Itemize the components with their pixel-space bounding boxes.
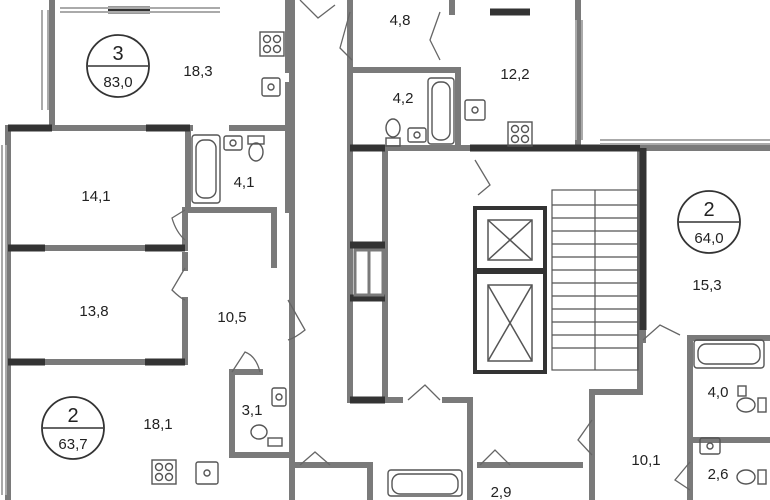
room-area-label: 18,3 xyxy=(183,63,212,80)
elevator-shaft-large xyxy=(473,270,547,374)
wall-core-outer xyxy=(347,145,643,500)
window-left-side xyxy=(1,145,7,495)
apartment-area: 83,0 xyxy=(103,74,132,91)
room-area-label: 2,6 xyxy=(708,466,729,483)
room-area-label: 3,1 xyxy=(242,402,263,419)
wall-top-mid xyxy=(347,0,581,151)
room-labels: 18,3 4,8 4,2 12,2 14,1 4,1 13,8 10,5 18,… xyxy=(79,12,728,500)
core-side-shafts xyxy=(353,248,385,297)
apartment-rooms: 3 xyxy=(112,43,123,65)
sink-icon xyxy=(195,77,747,485)
apartment-rooms: 2 xyxy=(703,199,714,221)
room-area-label: 2,9 xyxy=(491,484,512,500)
stairs-icon xyxy=(551,189,639,371)
room-area-label: 10,1 xyxy=(631,452,660,469)
window-top-mid xyxy=(60,7,220,13)
room-area-label: 4,1 xyxy=(234,174,255,191)
room-area-label: 15,3 xyxy=(692,277,721,294)
wall-accents xyxy=(8,6,647,404)
room-area-label: 12,2 xyxy=(500,66,529,83)
window-right-apt xyxy=(600,139,770,145)
door-swing-icon xyxy=(171,0,691,491)
wall-bath-left xyxy=(185,125,277,213)
room-area-label: 4,0 xyxy=(708,384,729,401)
wall-core-left xyxy=(347,145,473,500)
room-area-label: 14,1 xyxy=(81,188,110,205)
wall-wc-left xyxy=(229,369,291,458)
bathtub-icon xyxy=(191,77,765,497)
window-top-left xyxy=(41,10,49,110)
room-area-label: 13,8 xyxy=(79,303,108,320)
toilet-icon xyxy=(247,118,767,485)
apartment-badge-2-room-left: 2 63,7 xyxy=(41,396,105,460)
building-core xyxy=(473,206,547,374)
apartment-rooms: 2 xyxy=(67,405,78,427)
room-area-label: 10,5 xyxy=(217,309,246,326)
room-area-label: 18,1 xyxy=(143,416,172,433)
apartment-badge-3-room: 3 83,0 xyxy=(86,34,150,98)
windows xyxy=(1,7,770,495)
elevator-icon xyxy=(487,219,533,362)
room-area-label: 4,8 xyxy=(390,12,411,29)
room-area-label: 4,2 xyxy=(393,90,414,107)
stove-icon xyxy=(151,31,533,485)
window-top-right-kitchen xyxy=(575,20,583,140)
apartment-area: 63,7 xyxy=(58,436,87,453)
apartment-area: 64,0 xyxy=(694,230,723,247)
wall-bottom xyxy=(289,462,583,500)
apartment-badge-2-room-right: 2 64,0 xyxy=(677,190,741,254)
